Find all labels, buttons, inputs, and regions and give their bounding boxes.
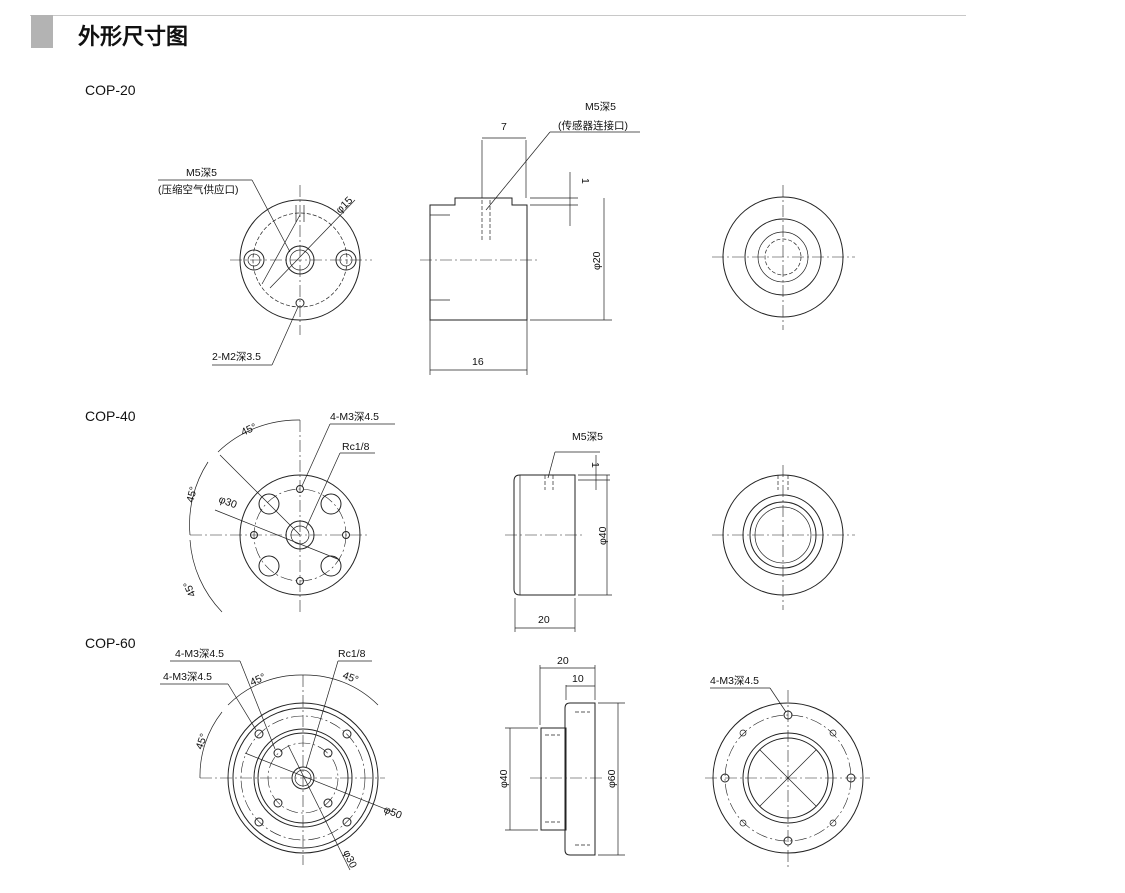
cop40-front-port: Rc1/8 — [342, 441, 370, 453]
cop20-side-dia: φ20 — [591, 251, 603, 270]
cop60-rear-view: 4-M3深4.5 — [705, 675, 870, 868]
cop20-front-holes: 2-M2深3.5 — [212, 351, 261, 363]
cop60-front-port: Rc1/8 — [338, 648, 366, 660]
cop60-front-holes-a: 4-M3深4.5 — [175, 648, 224, 660]
cop60-rear-holes: 4-M3深4.5 — [710, 675, 759, 687]
cop40-side-port: M5深5 — [572, 431, 603, 443]
cop60-front-view: 4-M3深4.5 4-M3深4.5 Rc1/8 45° 45° 45° φ50 … — [160, 648, 404, 870]
cop40-angle-left: 45° — [184, 485, 200, 503]
cop60-front-dia-outer: φ50 — [382, 804, 404, 822]
model-label-cop60: COP-60 — [85, 635, 136, 651]
cop20-front-view: M5深5 (压缩空气供应口) φ15 2-M2深3.5 — [158, 167, 372, 366]
cop20-rear-view — [712, 185, 855, 330]
model-label-cop40: COP-40 — [85, 408, 136, 424]
cop20-front-port-label: M5深5 — [186, 167, 217, 179]
cop20-front-port-desc: (压缩空气供应口) — [158, 183, 239, 196]
cop60-angle-b: 45° — [341, 670, 360, 687]
model-label-cop20: COP-20 — [85, 82, 136, 98]
cop60-side-view: 20 10 φ40 φ60 — [498, 655, 625, 856]
cop40-side-dia: φ40 — [597, 526, 609, 545]
cop60-angle-a: 45° — [248, 671, 267, 689]
cop20-side-port-desc: (传感器连接口) — [558, 119, 628, 132]
header-rule — [30, 15, 966, 16]
cop60-front-dia-inner: φ30 — [340, 848, 359, 870]
cop20-side-view: 7 M5深5 (传感器连接口) 1 φ20 16 — [420, 101, 640, 375]
cop20-side-port-label: M5深5 — [585, 101, 616, 113]
cop40-front-dia: φ30 — [217, 494, 239, 512]
cop40-side-length: 20 — [538, 614, 550, 626]
cop40-side-view: M5深5 1 φ40 20 — [505, 431, 612, 632]
cop60-side-dia-flange: φ60 — [606, 769, 618, 788]
cop20-side-dim-top: 7 — [501, 121, 507, 133]
cop60-side-flange: 10 — [572, 673, 584, 685]
cop40-side-step: 1 — [589, 462, 601, 468]
cop40-angle-bottom: 45° — [181, 579, 199, 598]
cop40-angle-top: 45° — [239, 421, 258, 439]
cop60-angle-c: 45° — [194, 732, 211, 751]
cop40-front-view: 45° 45° 45° 4-M3深4.5 Rc1/8 φ30 — [181, 411, 395, 615]
cop60-side-length: 20 — [557, 655, 569, 667]
cop40-front-holes: 4-M3深4.5 — [330, 411, 379, 423]
cop60-front-holes-b: 4-M3深4.5 — [163, 671, 212, 683]
cop40-rear-view — [712, 465, 855, 610]
header-marker — [31, 15, 53, 48]
page-title: 外形尺寸图 — [78, 25, 189, 50]
cop60-side-dia-body: φ40 — [498, 769, 510, 788]
cop20-side-step: 1 — [579, 178, 591, 184]
cop20-side-length: 16 — [472, 356, 484, 368]
